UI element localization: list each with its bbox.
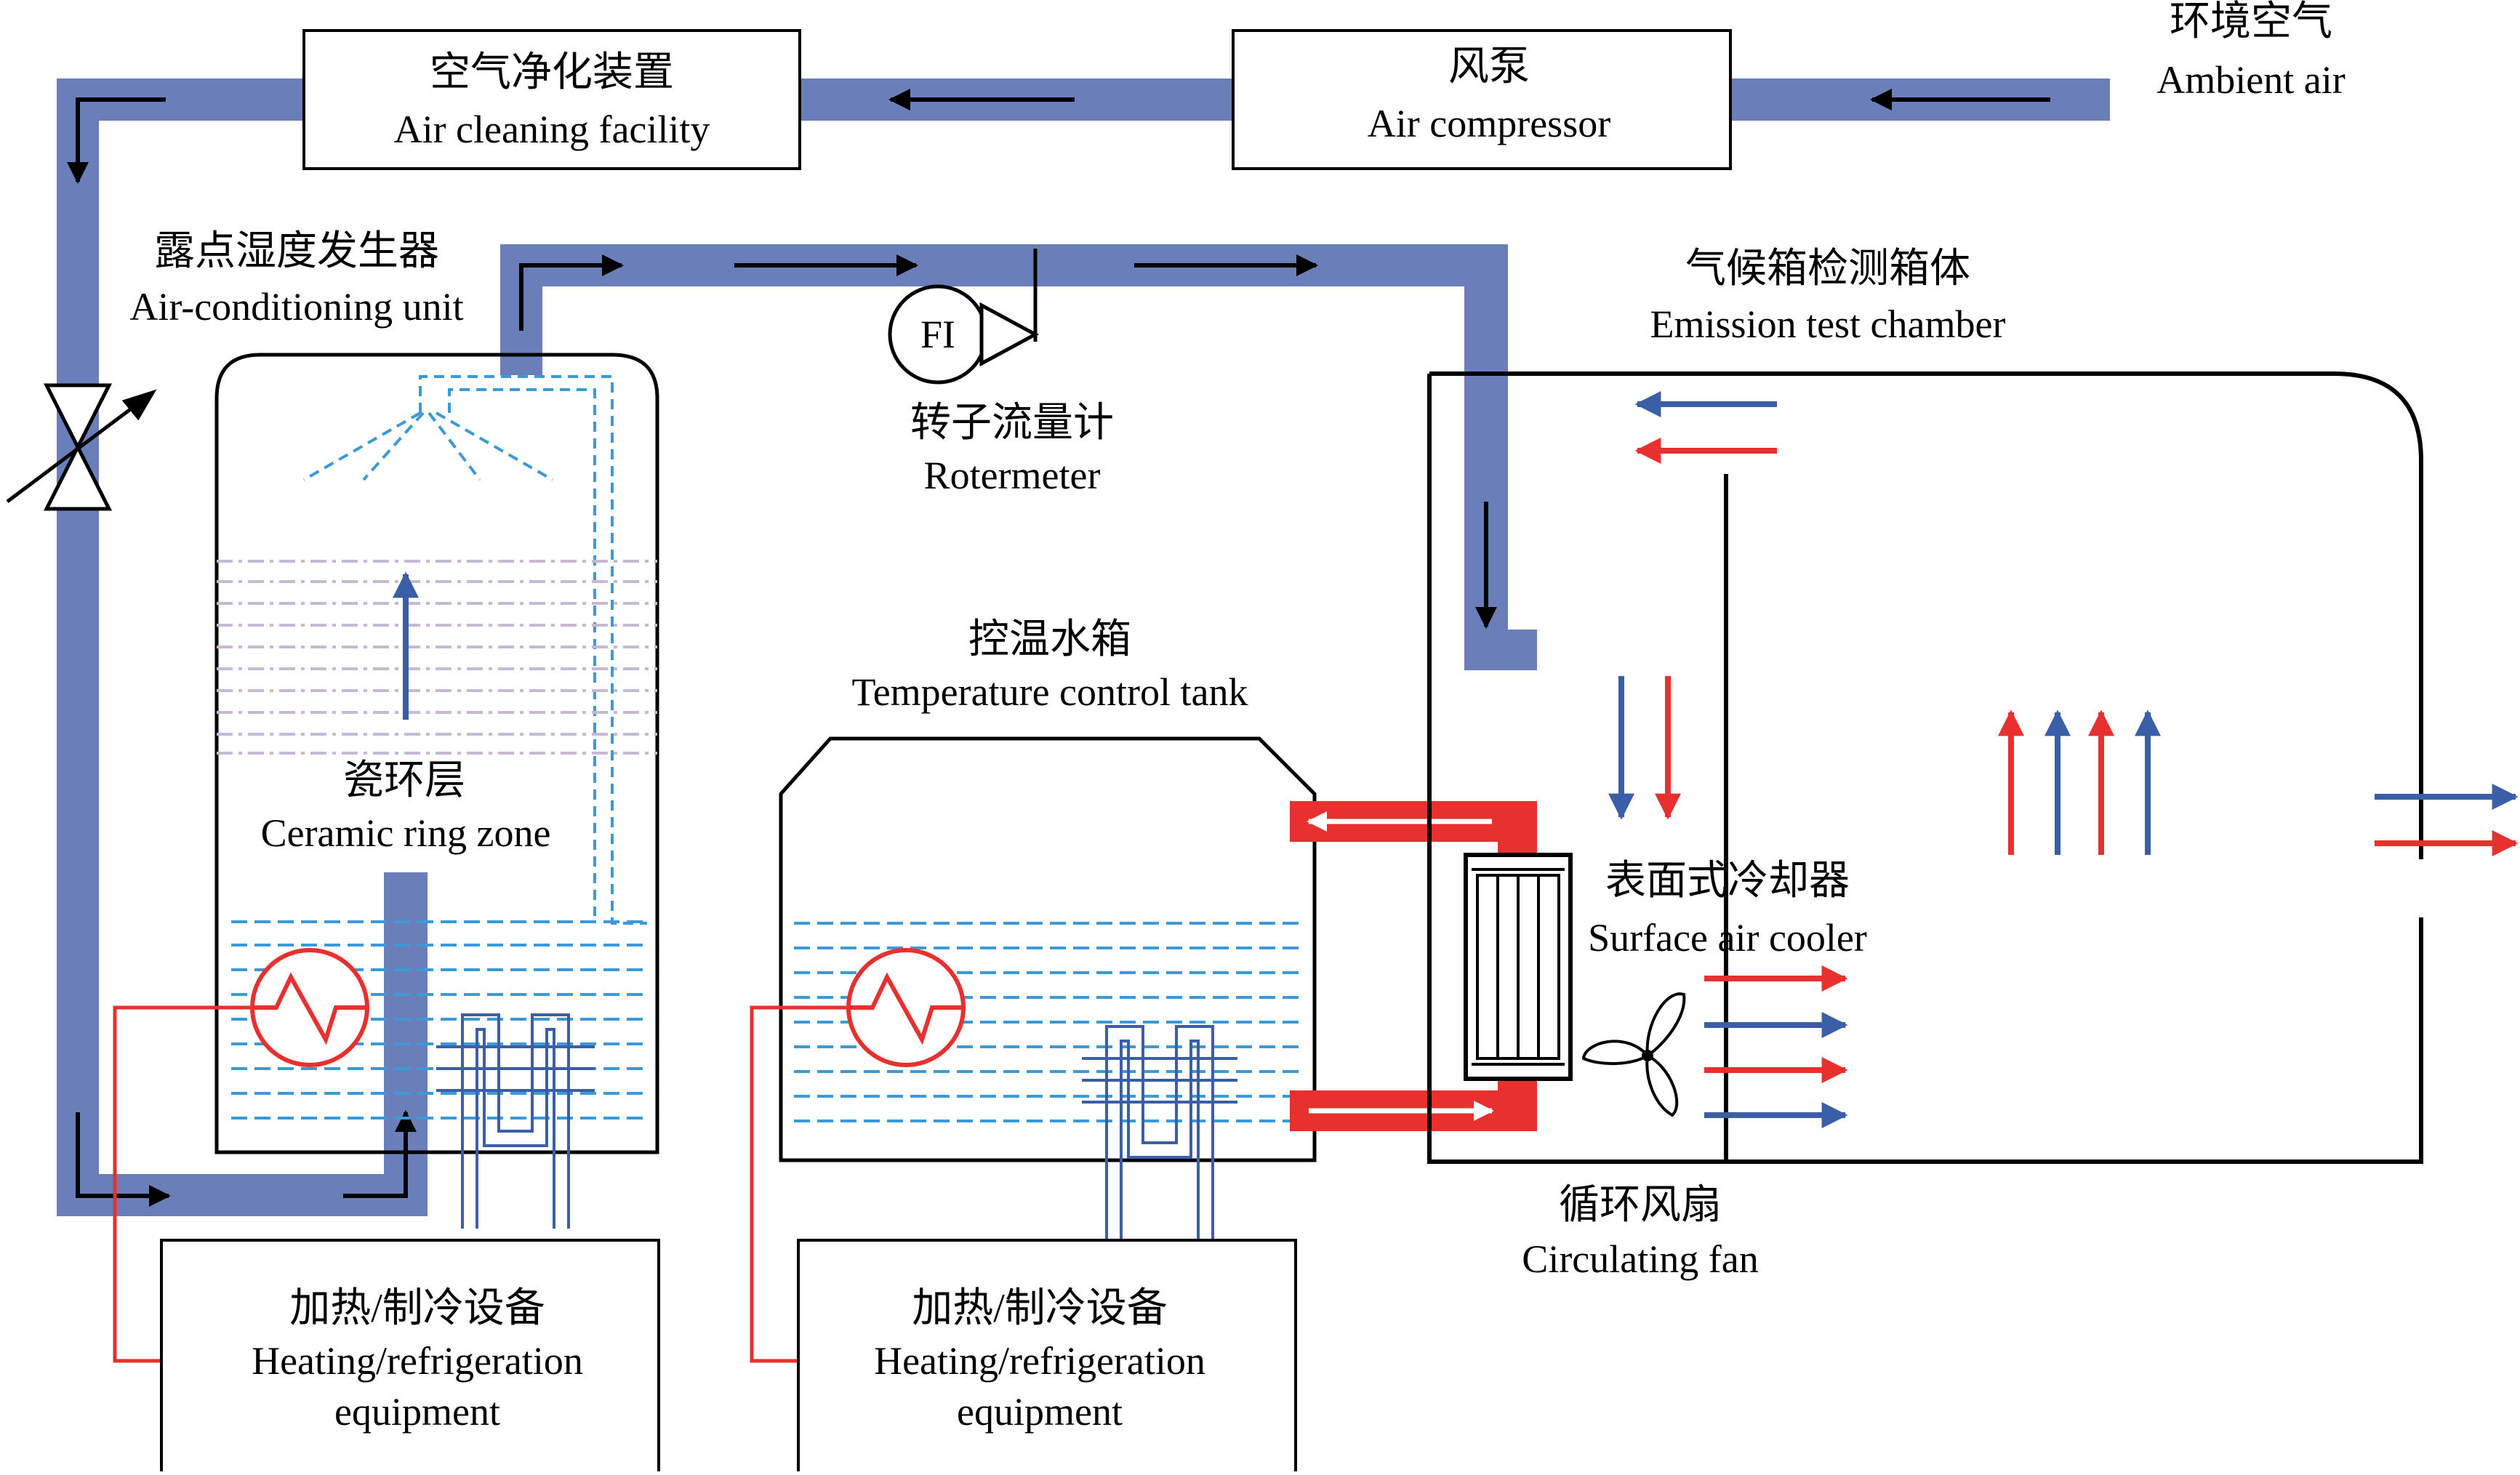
rotameter: FI 转子流量计 Rotermeter [888, 249, 1114, 497]
spray-nozzle [303, 375, 647, 925]
regulating-valve-icon [6, 383, 157, 511]
chamber-en: Emission test chamber [1650, 302, 2006, 346]
pipe-top-middle [500, 244, 1508, 286]
surface-air-cooler: 表面式冷却器 Surface air cooler [1464, 853, 1867, 1081]
air-cleaning-facility: 空气净化装置 Air cleaning facility [302, 29, 801, 170]
air-compressor: 风泵 Air compressor [1232, 29, 1732, 170]
generator-coil [436, 1013, 595, 1229]
temp-tank-en: Temperature control tank [852, 670, 1248, 714]
heating-mid-en2: equipment [957, 1390, 1123, 1434]
tank-coil [1082, 1025, 1237, 1240]
heating-left-cn: 加热/制冷设备 [289, 1286, 545, 1331]
fan-cn: 循环风扇 [1559, 1183, 1722, 1228]
ambient-air-cn: 环境空气 [2170, 0, 2332, 44]
ambient-air-en: Ambient air [2156, 58, 2345, 102]
rotameter-symbol: FI [920, 313, 955, 356]
air-compressor-cn: 风泵 [1448, 44, 1530, 89]
rotameter-en: Rotermeter [924, 454, 1101, 497]
chamber-cn: 气候箱检测箱体 [1685, 246, 1970, 292]
emission-test-chamber: 气候箱检测箱体 Emission test chamber [1427, 246, 2519, 1164]
cooler-cn: 表面式冷却器 [1605, 859, 1850, 904]
generator-heater-icon [113, 948, 369, 1363]
pipe-left-vertical [57, 79, 99, 1213]
heating-mid-cn: 加热/制冷设备 [912, 1286, 1168, 1331]
heating-refrigeration-middle: 加热/制冷设备 Heating/refrigeration equipment [797, 1239, 1297, 1475]
circulating-fan-label: 循环风扇 Circulating fan [1522, 1183, 1758, 1281]
heating-left-en2: equipment [334, 1390, 500, 1434]
circulating-fan-icon [1581, 992, 1686, 1117]
air-cleaning-en: Air cleaning facility [394, 108, 710, 151]
heating-mid-en1: Heating/refrigeration [874, 1339, 1205, 1383]
ceramic-ring-lines [217, 560, 657, 755]
cooler-water-pipes [1290, 801, 1537, 1131]
air-cleaning-cn: 空气净化装置 [430, 50, 674, 95]
rotameter-cn: 转子流量计 [910, 401, 1114, 446]
dew-point-cn: 露点湿度发生器 [154, 229, 439, 274]
pipe-chamber-inlet [1464, 630, 1537, 670]
temperature-control-tank: 控温水箱 Temperature control tank [750, 617, 1317, 1363]
ceramic-cn: 瓷环层 [343, 758, 465, 803]
temp-tank-cn: 控温水箱 [968, 617, 1131, 662]
air-flow-arrows [67, 89, 2050, 1207]
fan-en: Circulating fan [1522, 1237, 1758, 1281]
heating-refrigeration-left: 加热/制冷设备 Heating/refrigeration equipment [160, 1239, 660, 1475]
air-compressor-en: Air compressor [1368, 102, 1610, 145]
heating-left-en1: Heating/refrigeration [252, 1339, 583, 1383]
cooler-en: Surface air cooler [1588, 916, 1867, 960]
tank-heater-icon [750, 948, 966, 1363]
dew-point-generator: 露点湿度发生器 Air-conditioning unit 瓷环层 [113, 229, 659, 1363]
ambient-air-label: 环境空气 Ambient air [2156, 0, 2345, 102]
ceramic-en: Ceramic ring zone [261, 811, 551, 855]
dew-point-en: Air-conditioning unit [129, 285, 463, 329]
